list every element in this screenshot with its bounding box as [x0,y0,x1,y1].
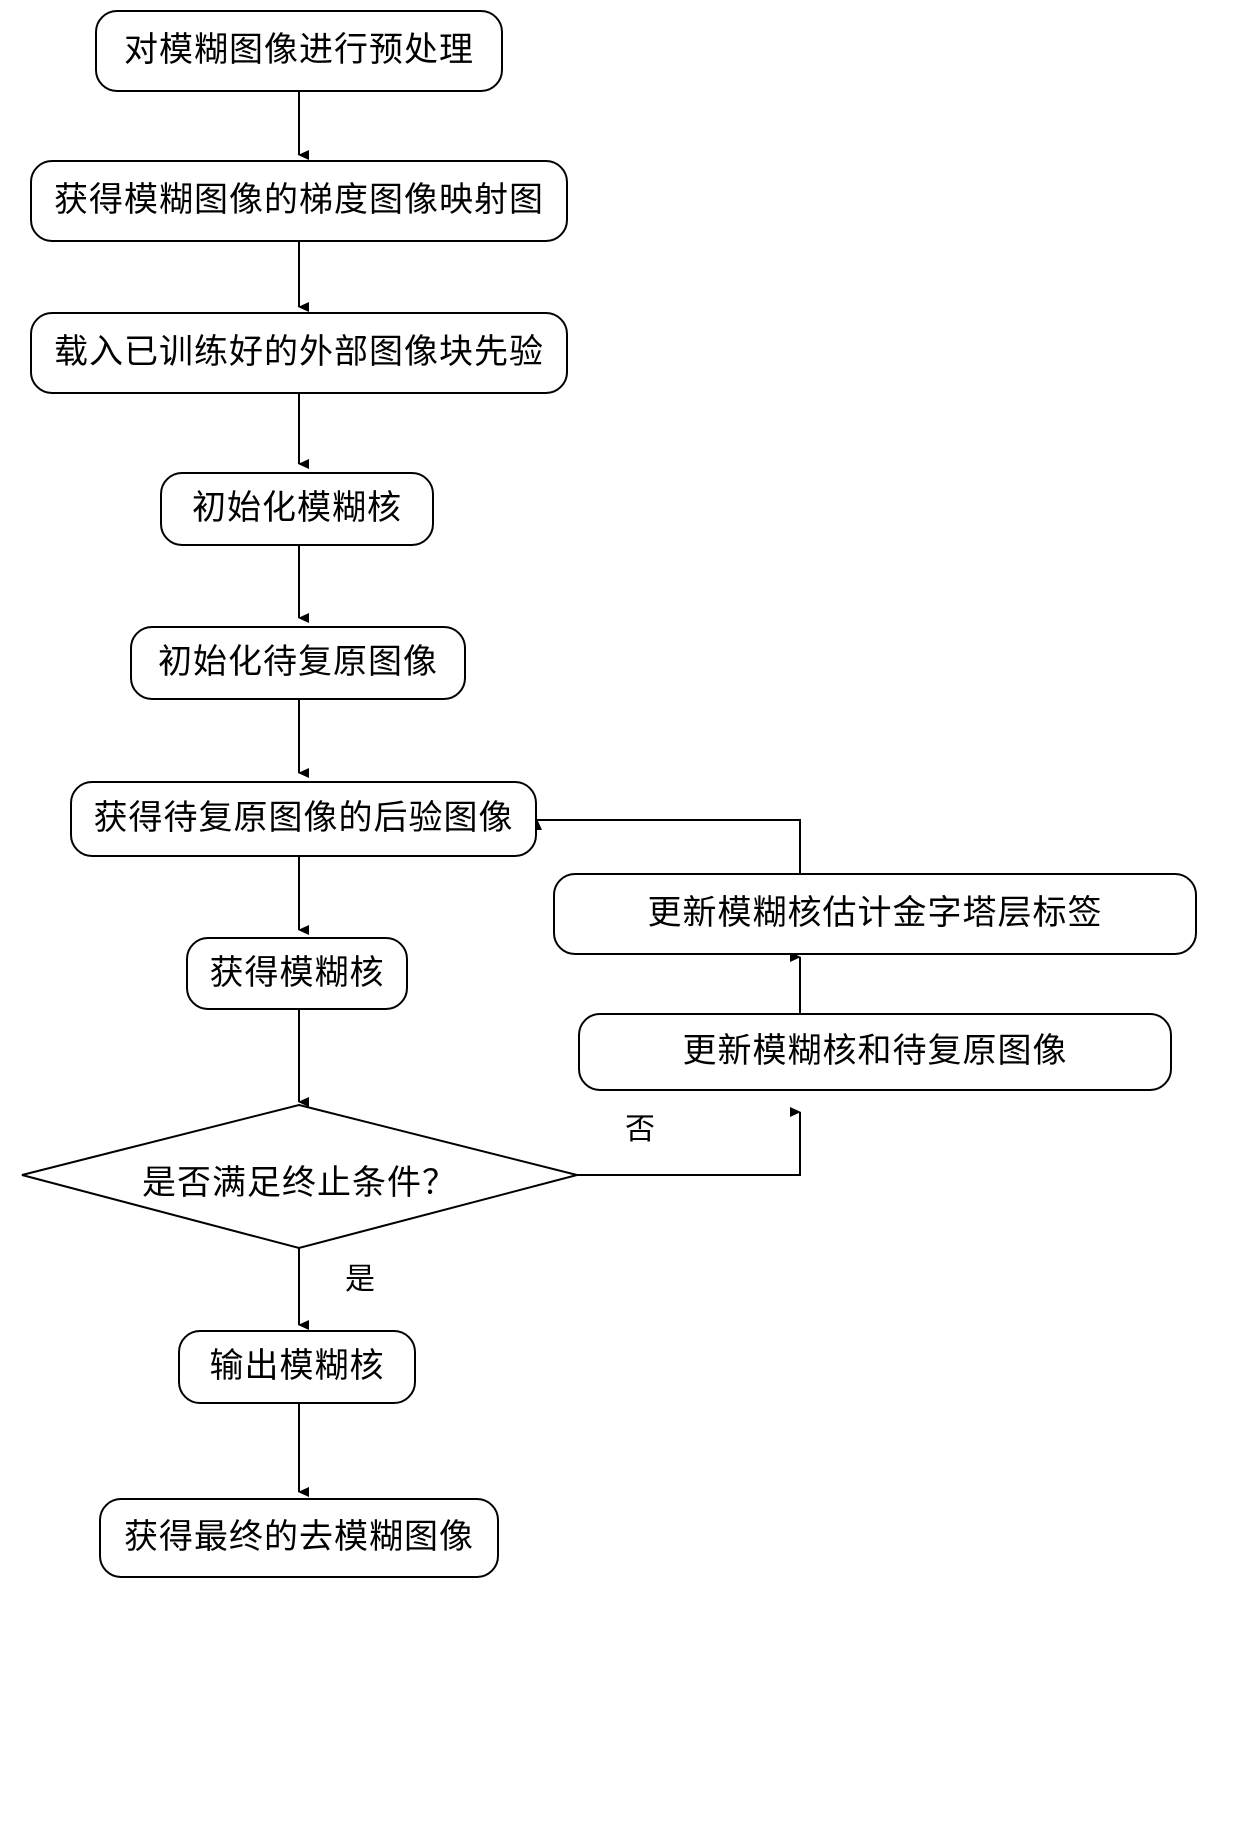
node-label: 更新模糊核估计金字塔层标签 [647,893,1103,934]
node-init-blur-kernel[interactable]: 初始化模糊核 [160,472,434,546]
edge-n8-n12 [577,1107,801,1176]
decision-label-terminate-condition: 是否满足终止条件？ [22,1155,577,1204]
node-label: 初始化待复原图像 [158,642,438,683]
node-label: 是否满足终止条件？ [142,1163,457,1203]
node-final-deblurred-image[interactable]: 获得最终的去模糊图像 [99,1498,499,1578]
node-label: 更新模糊核和待复原图像 [682,1031,1068,1072]
node-output-blur-kernel[interactable]: 输出模糊核 [178,1330,416,1404]
node-posterior-image[interactable]: 获得待复原图像的后验图像 [70,781,537,857]
node-update-pyramid-level-tag[interactable]: 更新模糊核估计金字塔层标签 [553,873,1197,955]
node-label: 获得模糊核 [209,952,385,993]
node-gradient-image-map[interactable]: 获得模糊图像的梯度图像映射图 [30,160,568,242]
node-label: 获得待复原图像的后验图像 [93,798,514,839]
node-label: 获得模糊图像的梯度图像映射图 [54,180,544,221]
edge-n11-n6 [532,819,801,873]
node-label: 获得最终的去模糊图像 [124,1517,474,1558]
node-label: 载入已训练好的外部图像块先验 [54,332,544,373]
node-update-kernel-and-image[interactable]: 更新模糊核和待复原图像 [578,1013,1172,1091]
node-preprocess-blur-image[interactable]: 对模糊图像进行预处理 [95,10,503,92]
node-label: 初始化模糊核 [192,488,402,529]
node-label: 对模糊图像进行预处理 [124,30,474,71]
edge-label-yes: 是 [345,1262,375,1297]
node-load-external-patch-prior[interactable]: 载入已训练好的外部图像块先验 [30,312,568,394]
node-label: 输出模糊核 [209,1346,385,1387]
edge-label-no: 否 [625,1112,655,1147]
node-init-restored-image[interactable]: 初始化待复原图像 [130,626,466,700]
node-obtain-blur-kernel[interactable]: 获得模糊核 [186,937,408,1010]
